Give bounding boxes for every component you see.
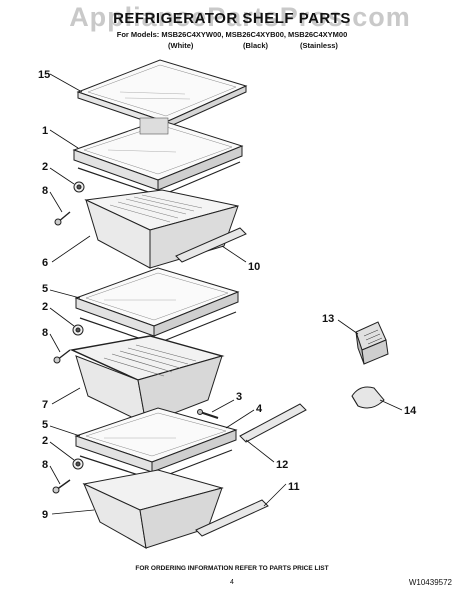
callout-labels: 15 1 2 8 6 10 5 2 8 7 13 3 4 14 5 2 8 12… (38, 69, 417, 521)
callout-3: 3 (236, 391, 242, 403)
part-crisper-drawer-upper (84, 189, 239, 269)
part-shelf-frame-5-middle (74, 267, 240, 337)
part-trim-strip-12 (239, 403, 307, 443)
leader-lines (49, 73, 403, 515)
ordering-note: FOR ORDERING INFORMATION REFER TO PARTS … (135, 565, 329, 572)
part-screw-upper (54, 211, 71, 226)
callout-5: 5 (42, 283, 48, 295)
part-cover-14 (351, 386, 385, 409)
model-list: For Models: MSB26C4XYW00, MSB26C4XYB00, … (116, 30, 348, 39)
watermark: AppliancePartsPros.com (69, 2, 411, 32)
callout-7: 7 (42, 399, 48, 411)
part-screw-lower (52, 479, 71, 494)
part-trim-strip-11 (195, 499, 269, 537)
part-humidity-control (355, 321, 389, 365)
callout-2: 2 (42, 301, 48, 313)
callout-4: 4 (256, 403, 263, 415)
finish-stainless: (Stainless) (300, 41, 338, 50)
part-roller-middle (72, 324, 84, 336)
part-control-3 (197, 409, 219, 419)
part-crisper-drawer-lower (82, 469, 224, 549)
part-roller-upper (73, 181, 85, 193)
callout-8: 8 (42, 327, 48, 339)
callout-1: 1 (42, 125, 48, 137)
callout-8: 8 (42, 459, 48, 471)
callout-13: 13 (322, 313, 334, 325)
part-shelf-frame-5-lower (74, 407, 238, 473)
callout-12: 12 (276, 459, 288, 471)
callout-8: 8 (42, 185, 48, 197)
callout-6: 6 (42, 257, 48, 269)
callout-2: 2 (42, 161, 48, 173)
part-crisper-drawer-middle (69, 335, 225, 425)
finish-white: (White) (168, 41, 194, 50)
callout-11: 11 (288, 481, 300, 493)
callout-15: 15 (38, 69, 50, 81)
callout-14: 14 (404, 405, 417, 417)
finish-black: (Black) (243, 41, 269, 50)
part-trim-strip-10 (175, 227, 247, 263)
part-screw-middle (53, 349, 71, 364)
part-shelf-frame-1 (72, 117, 244, 191)
callout-2: 2 (42, 435, 48, 447)
callout-5: 5 (42, 419, 48, 431)
callout-10: 10 (248, 261, 260, 273)
callout-9: 9 (42, 509, 48, 521)
page-title: REFRIGERATOR SHELF PARTS (113, 10, 351, 27)
part-roller-lower (72, 458, 84, 470)
document-number: W10439572 (408, 578, 452, 587)
page-header: AppliancePartsPros.com REFRIGERATOR SHEL… (0, 0, 464, 64)
page-number: 4 (230, 579, 234, 586)
